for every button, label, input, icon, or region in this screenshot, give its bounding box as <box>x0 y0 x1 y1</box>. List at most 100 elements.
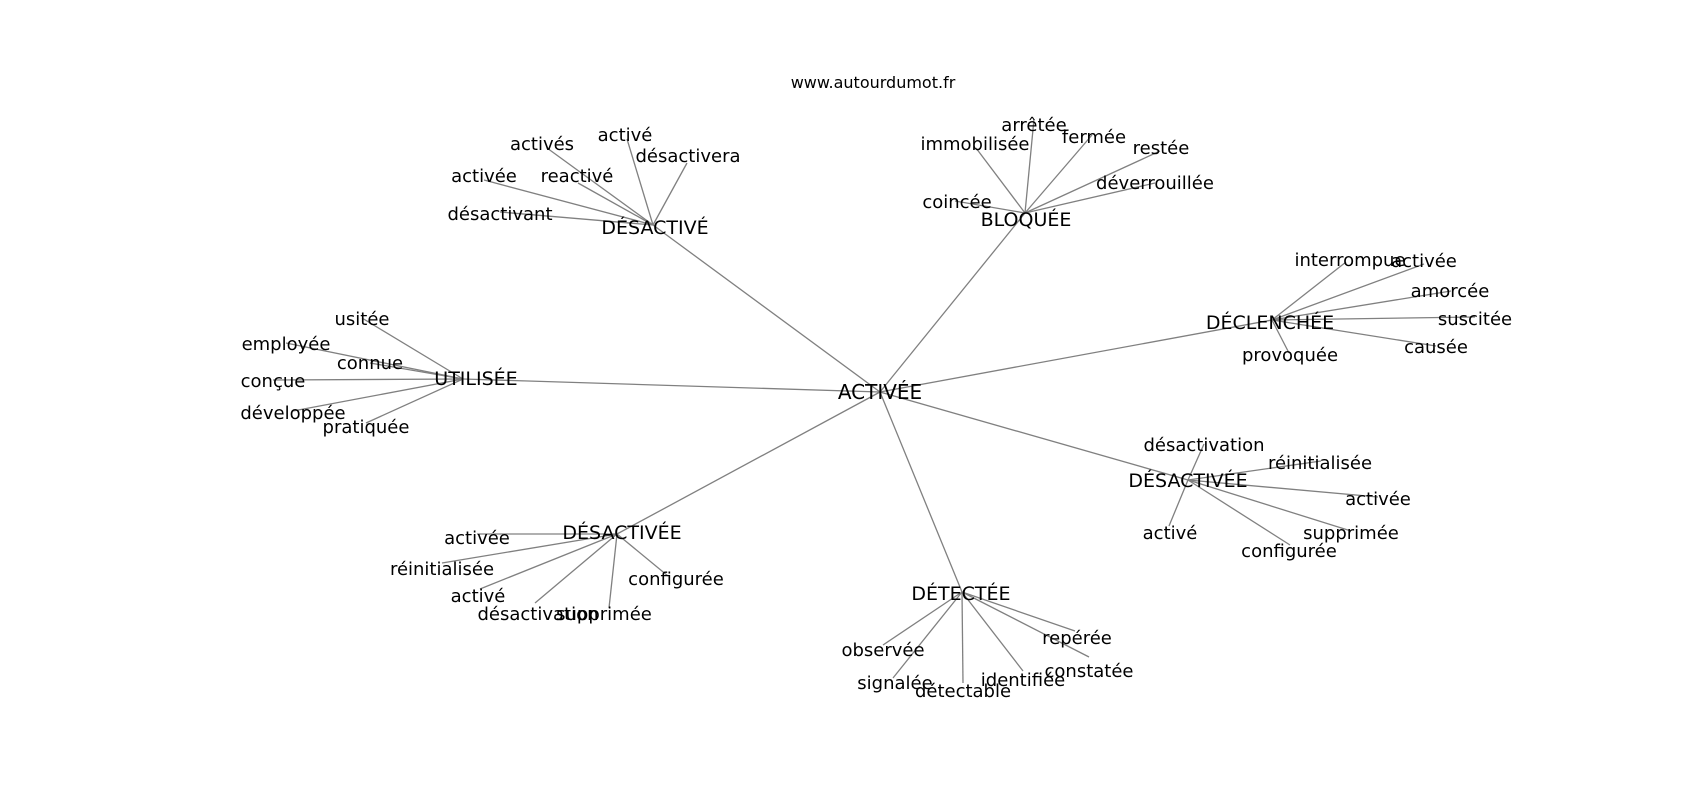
edge-declenchee-leaf-1 <box>1271 263 1425 321</box>
edges <box>272 118 1476 684</box>
edge-detectee-leaf-3 <box>961 591 1024 672</box>
leaf-word-desactive-3: activée <box>451 166 517 187</box>
leaf-word-desactivee-right-0: désactivation <box>1143 435 1264 456</box>
edge-declenchee-leaf-5 <box>1271 319 1290 354</box>
edge-bloquee-leaf-3 <box>1024 150 1161 214</box>
hub-declenchee: DÉCLENCHÉE <box>1206 311 1334 334</box>
leaf-word-utilisee-2: connue <box>337 353 403 374</box>
leaf-word-desactivee-right-3: activé <box>1143 523 1198 544</box>
leaf-word-utilisee-0: usitée <box>335 309 390 330</box>
edge-utilisee-leaf-0 <box>361 317 464 380</box>
leaf-word-desactivee-left-1: réinitialisée <box>390 559 494 580</box>
edge-desactivee-left-leaf-4 <box>608 533 618 609</box>
leaf-word-declenchee-2: amorcée <box>1411 281 1490 302</box>
edge-utilisee-leaf-1 <box>285 342 464 380</box>
edge-bloquee-leaf-4 <box>1024 182 1156 214</box>
leaf-word-desactivee-right-2: activée <box>1345 489 1411 510</box>
leaf-word-detectee-1: signalée <box>857 673 932 694</box>
leaf-word-desactivee-right-4: supprimée <box>1303 523 1399 544</box>
leaf-word-desactivee-right-1: réinitialisée <box>1268 453 1372 474</box>
leaf-word-detectee-5: repérée <box>1042 628 1112 649</box>
hub-desactivee-right: DÉSACTIVÉE <box>1128 469 1247 492</box>
edge-desactivee-right-leaf-3 <box>1168 479 1189 527</box>
leaf-word-desactive-2: désactivera <box>635 146 740 167</box>
edge-declenchee-leaf-3 <box>1271 316 1476 321</box>
edge-bloquee-leaf-0 <box>975 147 1026 214</box>
edge-root-desactive <box>652 224 881 393</box>
leaf-word-detectee-2: détectable <box>915 681 1011 702</box>
leaf-word-bloquee-4: déverrouillée <box>1096 173 1214 194</box>
edge-desactivee-left-leaf-1 <box>441 533 618 564</box>
leaf-word-utilisee-4: développée <box>240 403 345 424</box>
edge-desactivee-right-leaf-5 <box>1187 479 1291 546</box>
edge-detectee-leaf-5 <box>961 591 1076 632</box>
leaf-word-desactive-1: activé <box>598 125 653 146</box>
edge-root-desactivee-right <box>879 391 1189 481</box>
edge-desactivee-right-leaf-1 <box>1187 460 1322 481</box>
leaf-word-bloquee-3: restée <box>1133 138 1190 159</box>
leaf-word-declenchee-1: activée <box>1391 251 1457 272</box>
leaf-word-bloquee-0: immobilisée <box>920 134 1029 155</box>
edge-root-bloquee <box>879 212 1026 393</box>
edge-bloquee-leaf-5 <box>954 200 1026 214</box>
edge-bloquee-leaf-1 <box>1024 118 1035 214</box>
hub-desactive: DÉSACTIVÉ <box>601 216 708 239</box>
edge-root-utilisee <box>462 378 881 393</box>
leaf-word-utilisee-3: conçue <box>241 371 306 392</box>
leaf-word-bloquee-2: fermée <box>1062 127 1126 148</box>
hub-detectee: DÉTECTÉE <box>911 582 1010 605</box>
leaf-word-detectee-4: constatée <box>1045 661 1134 682</box>
leaf-word-bloquee-1: arrêtée <box>1001 115 1066 136</box>
edge-desactivee-left-leaf-5 <box>616 533 669 577</box>
leaf-word-detectee-0: observée <box>841 640 924 661</box>
hub-bloquee: BLOQUÉE <box>981 208 1072 231</box>
edge-utilisee-leaf-4 <box>292 378 464 412</box>
hub-utilisee: UTILISÉE <box>434 367 517 390</box>
leaf-word-declenchee-5: provoquée <box>1242 345 1338 366</box>
leaf-word-utilisee-5: pratiquée <box>323 417 410 438</box>
edge-detectee-leaf-0 <box>882 591 963 646</box>
edge-desactive-leaf-0 <box>546 147 654 226</box>
edge-desactive-leaf-1 <box>626 138 654 226</box>
leaf-word-utilisee-1: employée <box>242 334 331 355</box>
edge-root-detectee <box>879 391 963 593</box>
edge-desactivee-right-leaf-2 <box>1187 479 1379 498</box>
edge-declenchee-leaf-2 <box>1271 290 1452 321</box>
edge-root-declenchee <box>879 319 1273 393</box>
edge-desactive-leaf-3 <box>483 179 654 226</box>
leaf-word-desactivee-left-4: supprimée <box>556 604 652 625</box>
edge-desactive-leaf-5 <box>499 211 654 226</box>
edge-utilisee-leaf-3 <box>272 378 464 381</box>
root-word: ACTIVÉE <box>838 380 922 404</box>
leaf-word-bloquee-5: coincée <box>922 192 991 213</box>
edge-utilisee-leaf-2 <box>369 362 464 380</box>
edge-root-desactivee-left <box>616 391 881 535</box>
edge-detectee-leaf-1 <box>892 591 963 679</box>
edge-desactive-leaf-4 <box>577 182 654 226</box>
edge-detectee-leaf-4 <box>961 591 1090 658</box>
edge-utilisee-leaf-5 <box>365 378 464 424</box>
edge-declenchee-leaf-0 <box>1271 261 1347 321</box>
edge-bloquee-leaf-2 <box>1024 134 1093 214</box>
edge-desactivee-right-leaf-4 <box>1187 479 1352 532</box>
leaf-word-desactive-0: activés <box>510 134 574 155</box>
leaf-word-desactive-5: désactivant <box>447 204 552 225</box>
edge-desactivee-left-leaf-2 <box>479 533 618 590</box>
leaf-word-desactivee-left-0: activée <box>444 528 510 549</box>
leaf-word-desactivee-left-5: configurée <box>628 569 724 590</box>
hub-desactivee-left: DÉSACTIVÉE <box>562 521 681 544</box>
edge-desactivee-right-leaf-0 <box>1187 443 1205 481</box>
leaf-word-declenchee-4: causée <box>1404 337 1468 358</box>
leaf-word-declenchee-3: suscitée <box>1438 309 1512 330</box>
edge-desactivee-left-leaf-3 <box>534 533 618 604</box>
leaf-word-detectee-3: identifiée <box>981 670 1065 691</box>
leaf-word-desactivee-left-2: activé <box>451 586 506 607</box>
site-url: www.autourdumot.fr <box>791 73 956 92</box>
edge-declenchee-leaf-4 <box>1271 319 1437 347</box>
leaf-word-declenchee-0: interrompue <box>1294 250 1405 271</box>
leaf-word-desactive-4: reactivé <box>541 166 614 187</box>
edge-desactive-leaf-2 <box>652 162 688 226</box>
leaf-word-desactivee-right-5: configurée <box>1241 541 1337 562</box>
